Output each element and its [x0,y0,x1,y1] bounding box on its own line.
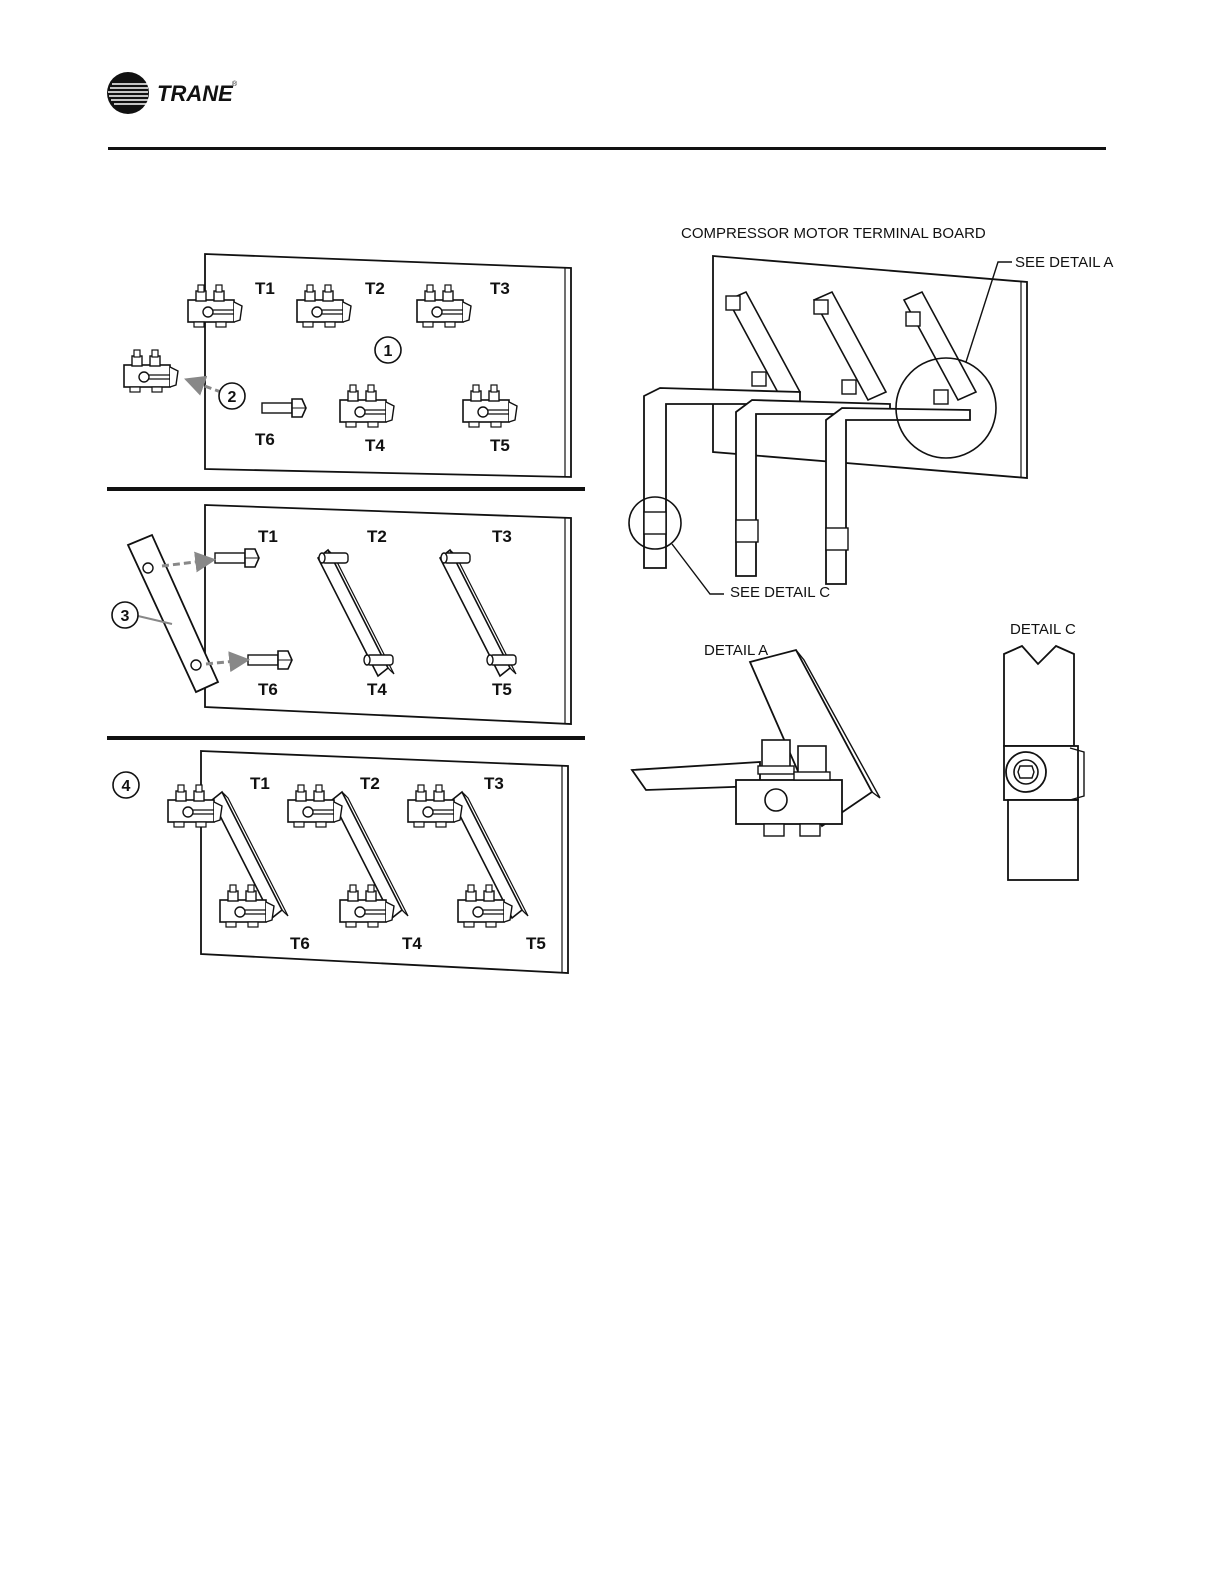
panel2-label-t3: T3 [492,527,512,546]
panel1-label-t5: T5 [490,436,510,455]
panel1-clamp-removed [124,350,178,392]
panel3-completed: T1 T2 T3 T6 T4 T5 4 [113,751,568,973]
panel2-label-t4: T4 [367,680,387,699]
compressor-board-title: COMPRESSOR MOTOR TERMINAL BOARD [681,225,986,242]
step-marker-1-label: 1 [384,343,393,360]
panel2-label-t6: T6 [258,680,278,699]
panel3-label-t1: T1 [250,774,270,793]
detail-a-figure: DETAIL A [632,642,880,836]
panel2-pin-t5 [487,655,516,665]
panel3-label-t3: T3 [484,774,504,793]
detail-a-label: DETAIL A [704,642,768,659]
panel2-label-t1: T1 [258,527,278,546]
step-marker-4-label: 4 [122,778,131,795]
step-marker-3-label: 3 [121,608,130,625]
panel2-label-t2: T2 [367,527,387,546]
panel2-label-t5: T5 [492,680,512,699]
panel2-pin-t2 [319,553,348,563]
see-detail-c-label: SEE DETAIL C [730,584,830,601]
panel1-label-t3: T3 [490,279,510,298]
panel1-label-t4: T4 [365,436,385,455]
detail-c-leader [672,544,724,594]
step-marker-2-label: 2 [228,389,237,406]
panel1-removal: T1 T2 T3 T6 T4 T5 1 2 [124,254,571,477]
detail-c-label: DETAIL C [1010,621,1076,638]
see-detail-a-label: SEE DETAIL A [1015,254,1113,271]
panel1-label-t6: T6 [255,430,275,449]
panel3-label-t4: T4 [402,934,422,953]
panel3-label-t2: T2 [360,774,380,793]
compressor-terminal-board-figure: COMPRESSOR MOTOR TERMINAL BOARD [629,225,1113,601]
panel1-label-t2: T2 [365,279,385,298]
panel3-label-t6: T6 [290,934,310,953]
panel2-strap-install: T1 T2 T3 T6 T4 T5 3 [112,505,571,724]
panel3-label-t5: T5 [526,934,546,953]
panel2-pin-t4 [364,655,393,665]
panel2-pin-t3 [441,553,470,563]
detail-c-figure: DETAIL C [1004,621,1084,880]
panel1-label-t1: T1 [255,279,275,298]
